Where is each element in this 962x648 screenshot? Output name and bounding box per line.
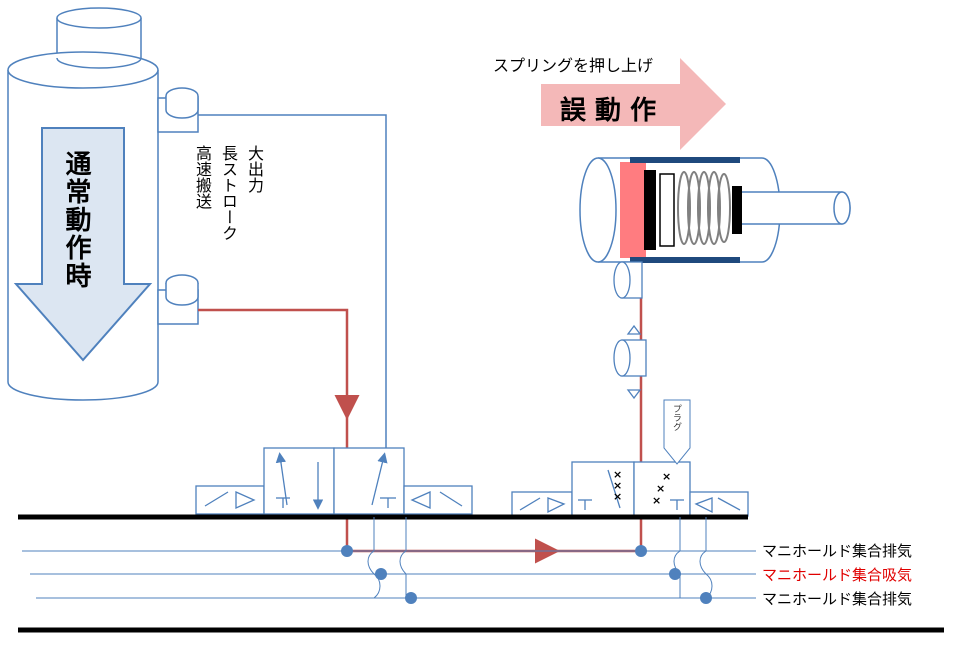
connection-dots [341, 545, 712, 604]
side-note: 大出力 長ストローク 高速搬送 [190, 145, 266, 265]
svg-text:×: × [662, 470, 671, 483]
normal-operation-arrow [13, 127, 153, 362]
malfunction-label: 誤 動 作 [560, 96, 657, 126]
side-note-line-1: 大出力 [245, 145, 264, 193]
right-solenoid-valve [511, 461, 749, 517]
side-note-line-2: 長ストローク [219, 145, 238, 241]
blocked-marks: ××× ××× [613, 468, 671, 507]
side-note-line-3: 高速搬送 [193, 145, 212, 209]
svg-text:×: × [613, 490, 622, 503]
manifold-passages [22, 517, 756, 599]
spring-icon [677, 171, 731, 245]
svg-text:×: × [613, 468, 622, 481]
plug-label: プラグ [671, 404, 681, 431]
svg-text:×: × [656, 482, 665, 495]
spring-caption: スプリングを押し上げ [493, 56, 654, 75]
svg-text:×: × [652, 494, 661, 507]
malfunction-arrow [541, 58, 726, 150]
manifold-label-exhaust-2: マニホールド集合排気 [762, 590, 913, 608]
manifold-label-exhaust-1: マニホールド集合排気 [762, 542, 913, 560]
svg-text:×: × [613, 479, 622, 492]
left-solenoid-valve [195, 447, 473, 515]
manifold-label-intake: マニホールド集合吸気 [762, 566, 913, 584]
flow-control-fittings [613, 261, 647, 400]
normal-operation-label: 通常動作時 [61, 150, 91, 290]
supply-flow-line [198, 308, 360, 420]
plug-callout [663, 399, 691, 465]
